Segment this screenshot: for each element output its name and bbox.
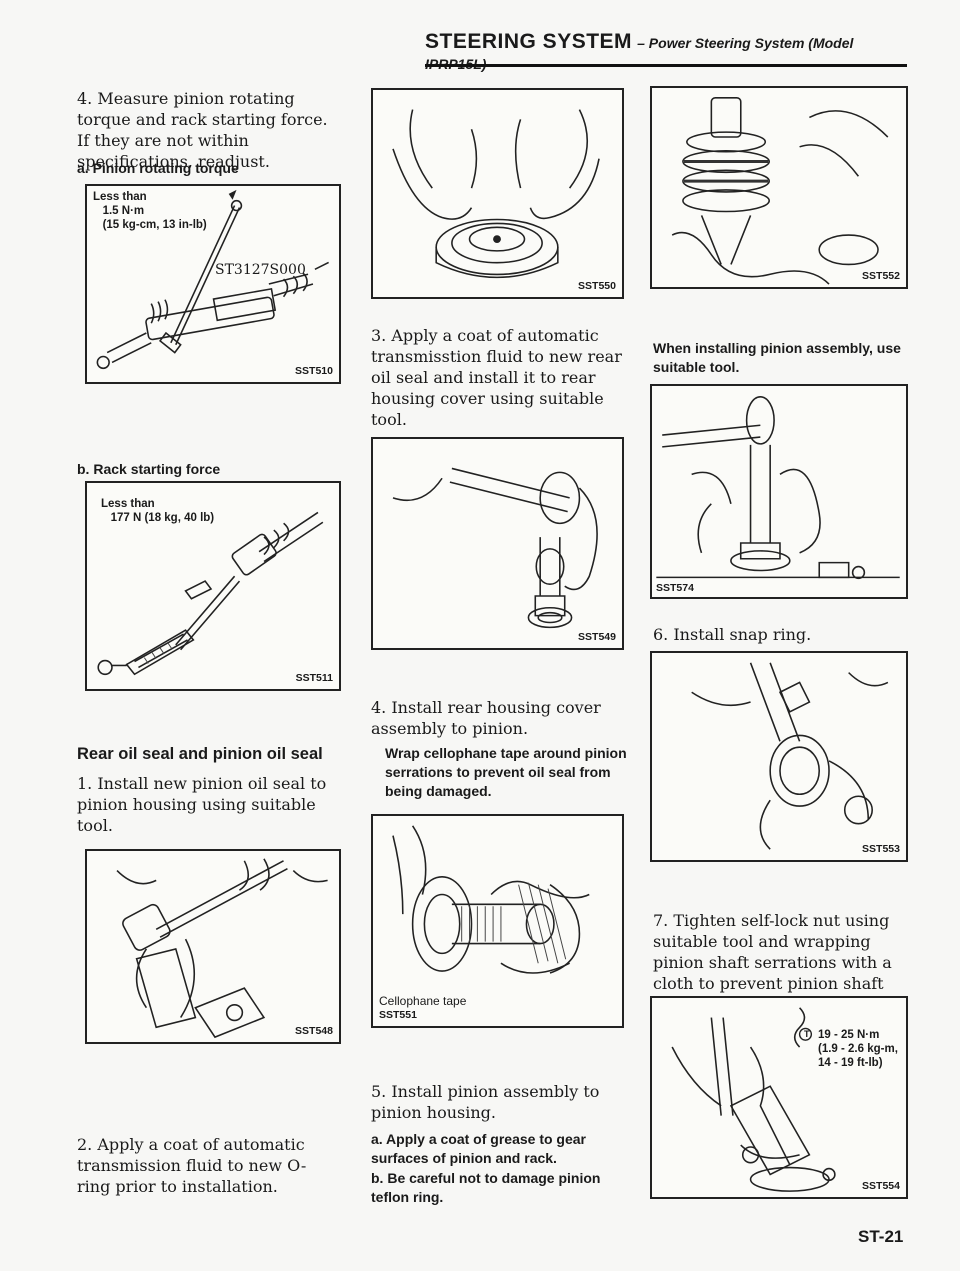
- fig551-callout: Cellophane tape: [379, 994, 467, 1008]
- figure-sst553: SST553: [650, 651, 908, 862]
- rear-seal-hammer-illustration: [392, 467, 598, 629]
- step-2-o-ring: 2. Apply a coat of automatic transmissio…: [77, 1135, 307, 1196]
- snap-ring-pliers-illustration: [691, 662, 889, 850]
- sub-b-heading: b. Rack starting force: [77, 461, 221, 477]
- header-rule: [425, 64, 907, 67]
- torque-symbol-icon: T: [804, 1029, 810, 1039]
- note-cellophane: Wrap cellophane tape around pinion serra…: [385, 745, 627, 799]
- pinion-press-illustration: [656, 396, 900, 580]
- page-number: ST-21: [858, 1227, 904, 1246]
- fig574-label: SST574: [656, 582, 694, 594]
- pinion-assembly-illustration: [671, 97, 889, 285]
- figure-sst554: T 19 - 25 N·m (1.9 - 2.6 kg-m, 14 - 19 f…: [650, 996, 908, 1199]
- sub-a-heading: a. Pinion rotating torque: [77, 160, 239, 176]
- fig511-label: SST511: [295, 672, 333, 684]
- fig553-label: SST553: [862, 843, 900, 855]
- note-install-tool: When installing pinion assembly, use sui…: [653, 340, 901, 375]
- step-3-rear-seal: 3. Apply a coat of automatic transmissti…: [371, 326, 622, 429]
- fig554-label: SST554: [862, 1180, 900, 1192]
- fig510-callout: Less than 1.5 N·m (15 kg-cm, 13 in-lb): [93, 191, 207, 231]
- figure-sst548: SST548: [85, 849, 341, 1044]
- step-4-measure: 4. Measure pinion rotating torque and ra…: [77, 89, 328, 171]
- step-7-self-lock-nut: 7. Tighten self-lock nut using suitable …: [653, 911, 892, 1014]
- fig554-callout: 19 - 25 N·m (1.9 - 2.6 kg-m, 14 - 19 ft-…: [818, 1029, 898, 1069]
- section-title: Rear oil seal and pinion oil seal: [77, 745, 323, 763]
- fig550-label: SST550: [578, 280, 616, 292]
- fig511-callout: Less than 177 N (18 kg, 40 lb): [101, 498, 215, 524]
- figure-sst574: SST574: [650, 384, 908, 599]
- fig510-tool-number: ST3127S000: [215, 262, 306, 278]
- step-5-pinion-assembly: 5. Install pinion assembly to pinion hou…: [371, 1082, 600, 1122]
- figure-sst552: SST552: [650, 86, 908, 289]
- figure-sst549: SST549: [371, 437, 624, 650]
- rack-force-gauge-illustration: [97, 511, 324, 676]
- step-6-snap-ring: 6. Install snap ring.: [653, 625, 812, 644]
- step-1-install-pinion-seal: 1. Install new pinion oil seal to pinion…: [77, 774, 327, 835]
- step-4-rear-housing: 4. Install rear housing cover assembly t…: [371, 698, 601, 738]
- torque-wrench-illustration: [671, 1007, 836, 1192]
- header-title: STEERING SYSTEM: [425, 30, 633, 53]
- cellophane-tape-illustration: [392, 825, 590, 974]
- fig510-label: SST510: [295, 365, 333, 377]
- fig549-label: SST549: [578, 631, 616, 643]
- rack-pinion-torque-illustration: [96, 189, 329, 370]
- note-5a-grease: a. Apply a coat of grease to gear surfac…: [371, 1131, 586, 1166]
- fig552-label: SST552: [862, 270, 900, 282]
- figure-sst550: SST550: [371, 88, 624, 299]
- figure-sst551: Cellophane tape SST551: [371, 814, 624, 1028]
- fig551-label: SST551: [379, 1009, 417, 1021]
- hammer-seal-illustration: [116, 858, 328, 1039]
- fig548-label: SST548: [295, 1025, 333, 1037]
- figure-sst510: Less than 1.5 N·m (15 kg-cm, 13 in-lb) S…: [85, 184, 341, 384]
- page-header: STEERING SYSTEM – Power Steering System …: [425, 30, 905, 72]
- note-5b-teflon: b. Be careful not to damage pinion teflo…: [371, 1170, 601, 1205]
- oring-install-illustration: [392, 109, 600, 279]
- figure-sst511: Less than 177 N (18 kg, 40 lb) SST511: [85, 481, 341, 691]
